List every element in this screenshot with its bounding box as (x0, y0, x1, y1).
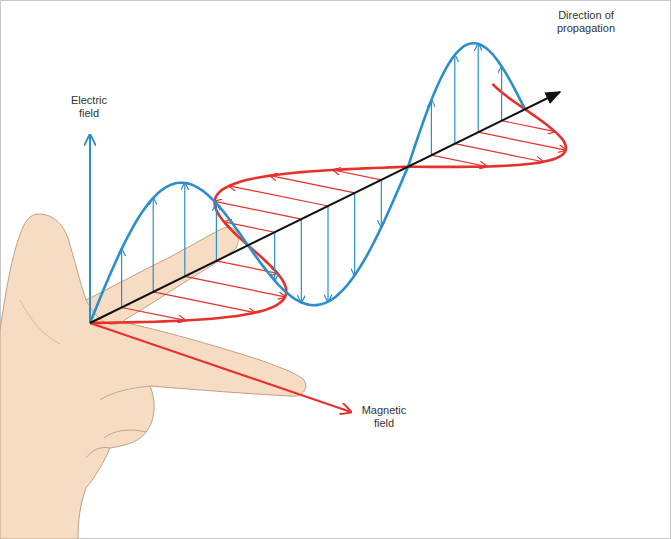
electric-vector (216, 203, 217, 260)
electric-vector (274, 232, 275, 280)
electric-vector (501, 66, 502, 120)
electric-vector (184, 183, 185, 276)
magnetic-vector (431, 155, 486, 166)
electric-vector (153, 198, 154, 292)
electric-vector (354, 193, 355, 275)
magnetic-vector (122, 307, 186, 320)
wave-curves (90, 43, 566, 323)
magnetic-vector (229, 186, 328, 206)
electric-vector (327, 206, 328, 302)
electric-vector (381, 180, 382, 227)
propagation-axis (90, 92, 560, 323)
electric-vector (431, 100, 432, 155)
electric-axis (89, 135, 91, 323)
magnetic-axis (90, 323, 351, 412)
axis-label: Electric field (62, 94, 116, 120)
axis-label: Direction of propagation (546, 9, 626, 35)
magnetic-vector (270, 176, 355, 193)
electric-vector (454, 55, 455, 144)
magnetic-vector (333, 170, 381, 180)
magnetic-vector (455, 144, 543, 162)
magnetic-vector (478, 132, 565, 150)
electric-wave (90, 43, 525, 323)
axis-label: Magnetic field (356, 404, 412, 430)
electric-vector (121, 249, 122, 307)
magnetic-vector (153, 292, 255, 313)
electric-vector (301, 219, 302, 302)
magnetic-vector (185, 276, 285, 296)
electric-vector (478, 44, 479, 132)
magnetic-wave (90, 84, 566, 323)
